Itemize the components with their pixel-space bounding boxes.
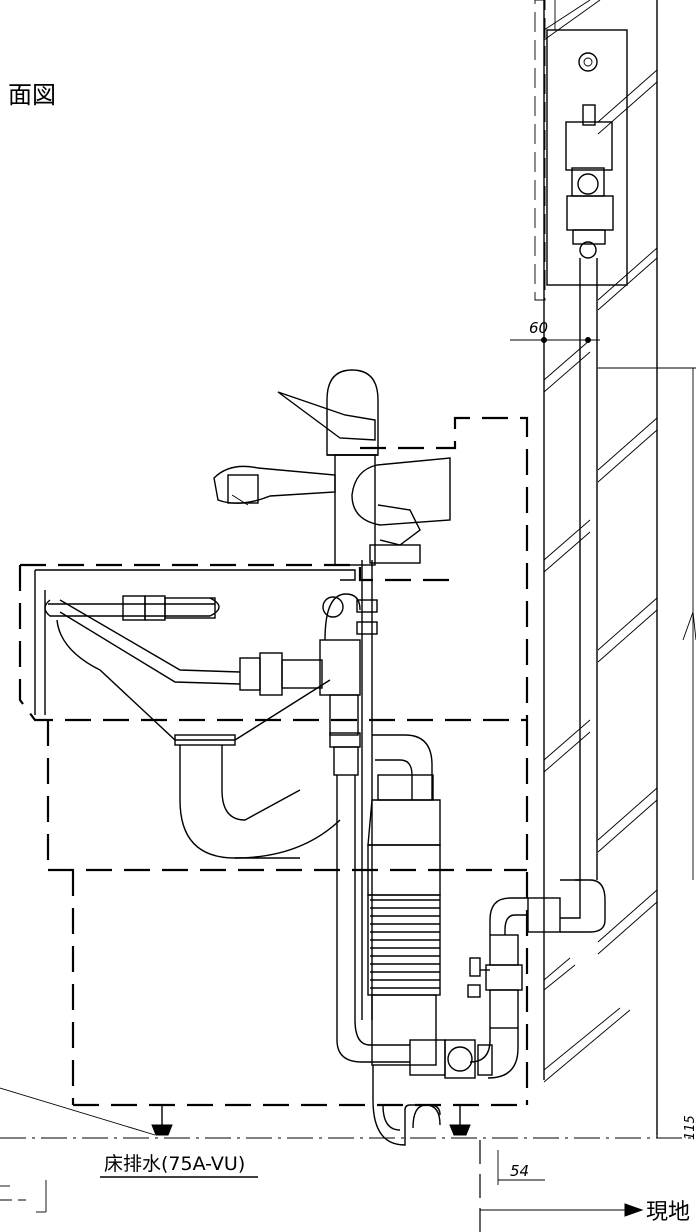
dimension-bottom-label: 54 (510, 1162, 529, 1180)
sink-bowl (34, 569, 361, 746)
wall-fittings (409, 879, 606, 1079)
floor-drain (372, 1065, 441, 1146)
floor-drain-label: 床排水(75A-VU) (104, 1153, 245, 1175)
bellows-drain-hose (367, 734, 441, 1066)
dimension-top: 60 (510, 319, 600, 343)
floor-drain-label-group: 床排水(75A-VU) (100, 1153, 258, 1178)
dimension-right-label: 115 (683, 1115, 696, 1140)
dimension-bottom: 54 (479, 1140, 545, 1232)
faucet (213, 369, 451, 566)
drawing-title: 面図 (8, 81, 56, 109)
supply-hose (329, 560, 410, 1063)
leader-line (0, 1087, 156, 1136)
levelling-foot-left (151, 1105, 173, 1136)
dimension-right: 115 (598, 367, 696, 1140)
drain-trap (179, 745, 341, 859)
levelling-foot-right (449, 1105, 471, 1136)
counter-outline (18, 416, 529, 1107)
bottom-left-bracket (0, 1180, 47, 1213)
wall-valve-unit (534, 0, 628, 880)
dimension-top-label: 60 (529, 319, 548, 337)
direction-arrow: 現地 (480, 1200, 690, 1225)
arrow-label: 現地 (646, 1200, 690, 1225)
